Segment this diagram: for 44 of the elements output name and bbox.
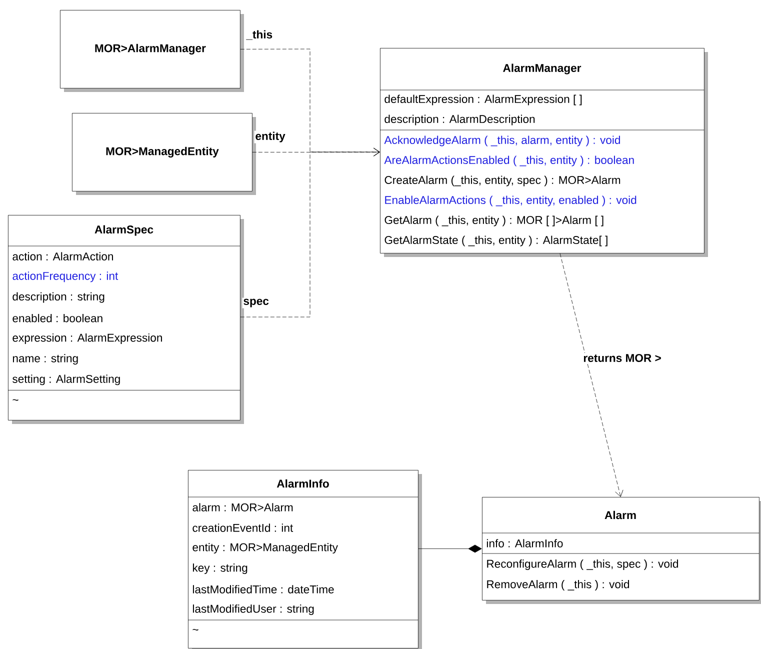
edge-label: spec (242, 298, 270, 308)
member-text: AcknowledgeAlarm ( _this, alarm, entity ) : void (384, 136, 620, 146)
member-text: enabled : boolean (12, 314, 102, 322)
member-text: key : string (192, 564, 248, 574)
member-text: expression : AlarmExpression (12, 333, 162, 344)
member-text: alarm : MOR>Alarm (192, 503, 293, 512)
member-text: lastModifiedUser : string (192, 604, 314, 616)
class-box (188, 470, 422, 649)
arrow (240, 148, 380, 318)
member-text: name : string (12, 354, 78, 365)
class-name: AlarmInfo (276, 479, 329, 488)
member-text: AreAlarmActionsEnabled ( _this, entity ) : boolean (384, 156, 634, 166)
class-name: AlarmManager (503, 64, 582, 74)
member-text: creationEventId : int (192, 524, 294, 532)
class-name: Alarm (604, 510, 636, 520)
class-box: MOR>ManagedEntity (72, 113, 256, 195)
arrow (418, 544, 482, 553)
member-text: actionFrequency : int (12, 272, 118, 282)
class-box (380, 48, 708, 257)
member-text: GetAlarm ( _this, entity ) : MOR [ ]>Alarm [ ] (384, 216, 604, 226)
edge-label: returns MOR > (582, 353, 662, 363)
member-text: EnableAlarmActions ( _this, entity, enabled ) : void (385, 196, 636, 206)
member-text: entity : MOR>ManagedEntity (192, 543, 338, 554)
member-text: ReconfigureAlarm ( _this, spec ) : void (487, 560, 678, 570)
member-text: RemoveAlarm ( _this ) : void (487, 580, 630, 591)
member-text: defaultExpression : AlarmExpression [ ] (384, 94, 582, 106)
class-box (8, 215, 244, 424)
member-text: CreateAlarm (_this, entity, spec ) : MOR>Alarm (384, 176, 620, 186)
class-box: MOR>AlarmManager (60, 10, 244, 92)
arrow (252, 148, 380, 156)
member-text: setting : AlarmSetting (12, 374, 120, 386)
member-text: GetAlarmState ( _this, entity ) : AlarmState[ ] (384, 236, 608, 246)
member-text: info : AlarmInfo (486, 539, 563, 548)
member-text: ~ (192, 629, 198, 630)
class-box (482, 497, 761, 604)
edge-label: _this (245, 29, 274, 41)
edge-label: entity (254, 130, 286, 144)
class-name: AlarmSpec (94, 225, 154, 236)
arrow (560, 253, 624, 497)
member-text: action : AlarmAction (12, 252, 113, 260)
member-text: lastModifiedTime : dateTime (192, 585, 334, 594)
member-text: description : AlarmDescription (384, 114, 535, 126)
member-text: description : string (12, 292, 104, 303)
member-text: ~ (12, 399, 18, 401)
